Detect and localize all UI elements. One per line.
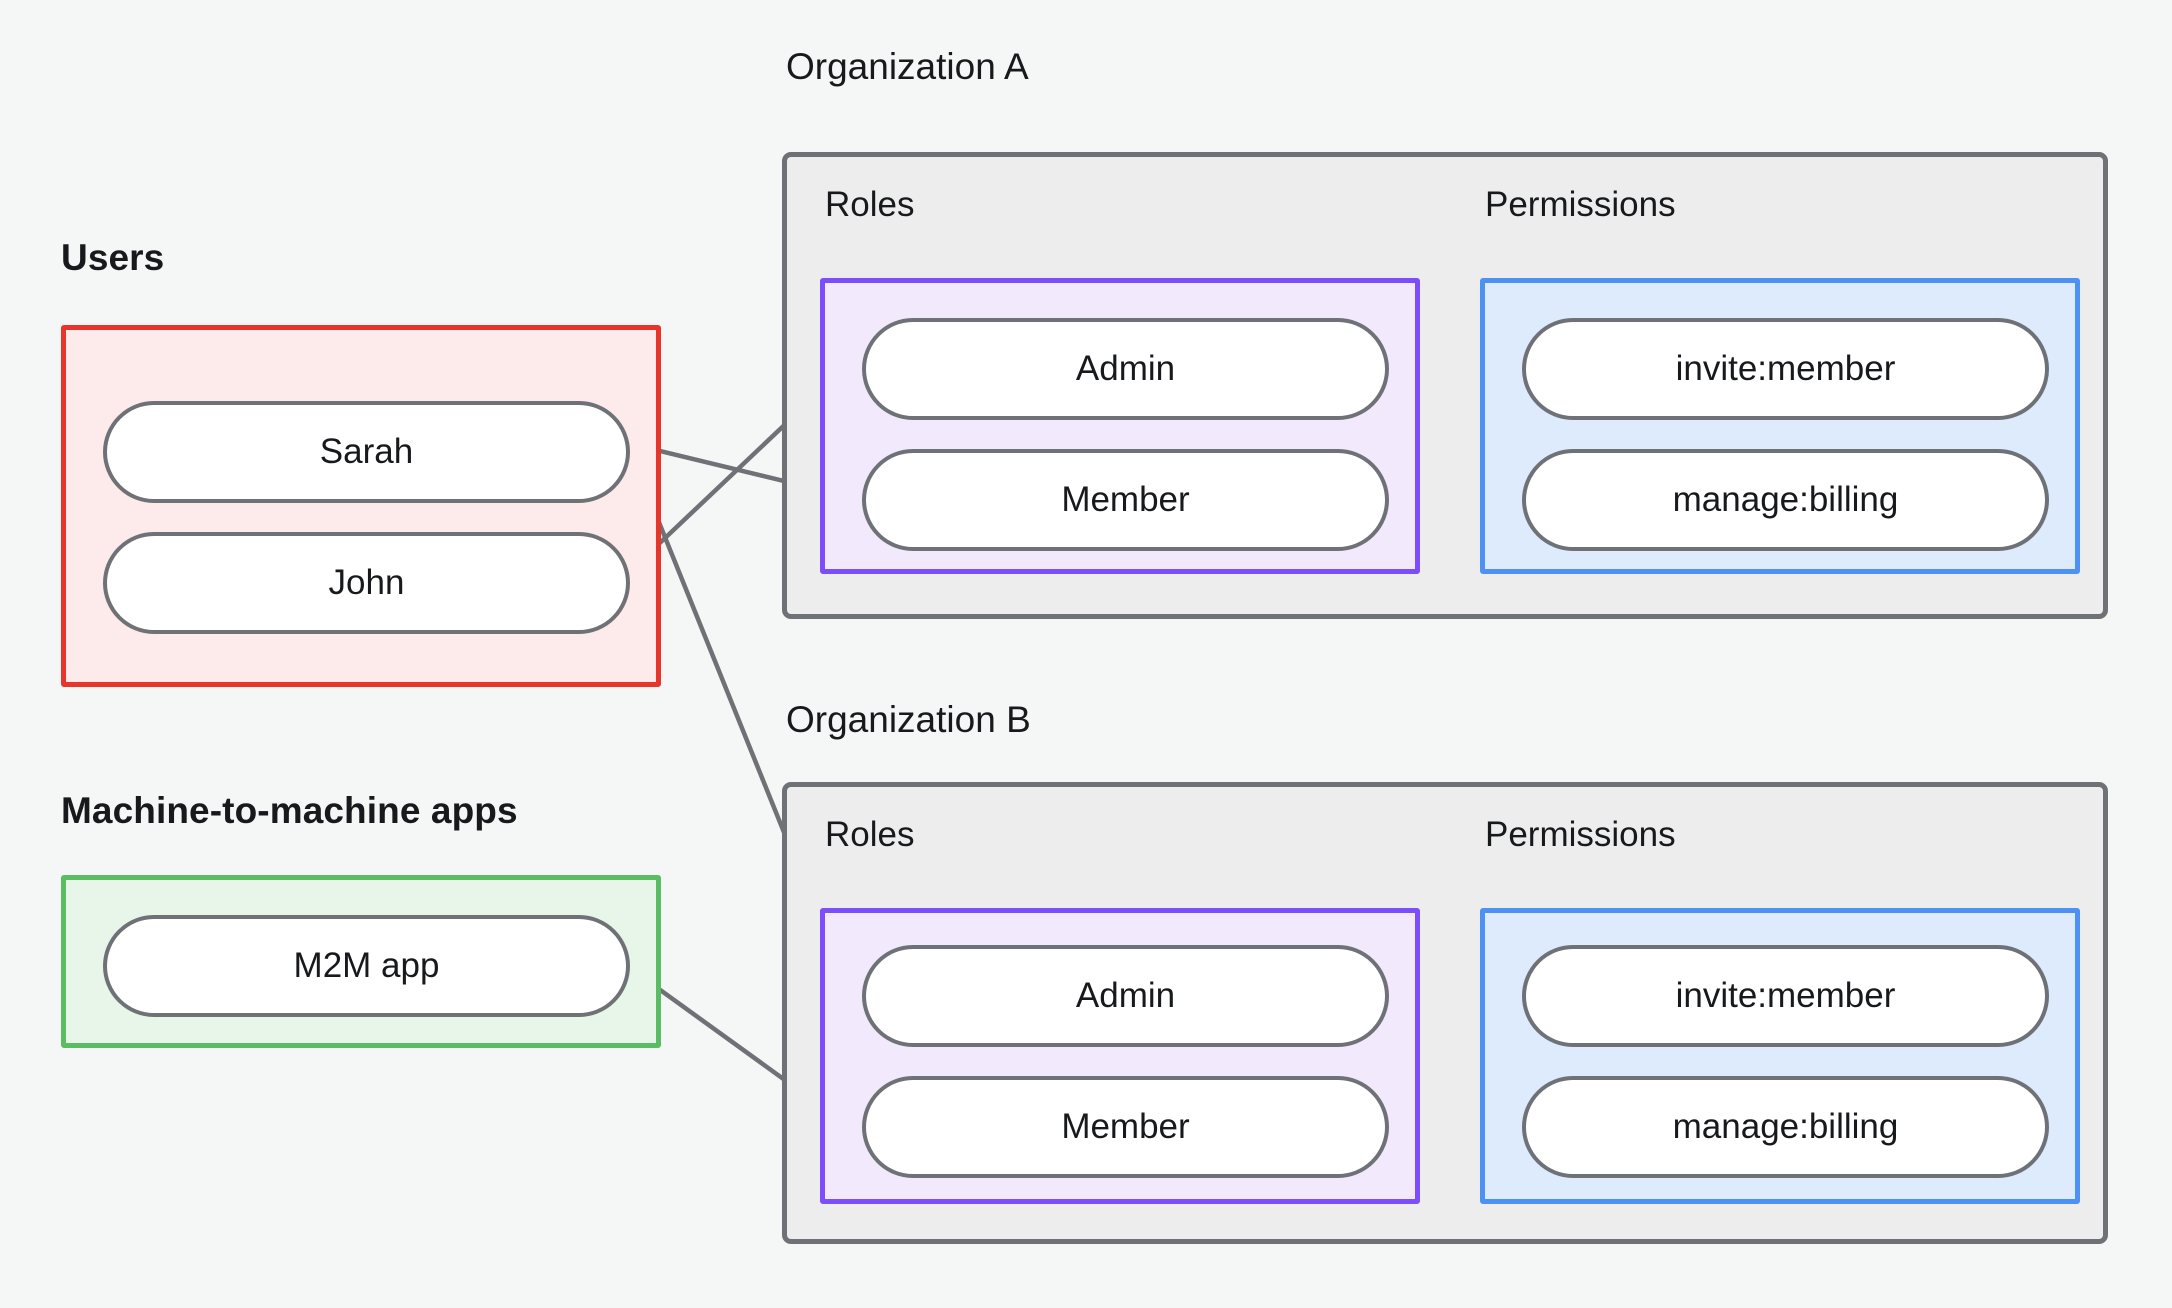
orgA-permissions-title: Permissions: [1485, 185, 1676, 224]
organization-a-container: Roles Permissions Admin Member invite:me…: [782, 152, 2108, 619]
node-orgB-perm-invite-member[interactable]: invite:member: [1522, 945, 2049, 1047]
users-group-title: Users: [61, 237, 165, 278]
organization-b-title: Organization B: [786, 699, 1031, 740]
orgB-roles-title: Roles: [825, 815, 915, 854]
node-user-sarah[interactable]: Sarah: [103, 401, 630, 503]
node-orgA-role-member[interactable]: Member: [862, 449, 1389, 551]
orgA-permissions-box: invite:member manage:billing: [1480, 278, 2080, 574]
users-container: Sarah John: [61, 325, 661, 687]
node-orgB-role-admin[interactable]: Admin: [862, 945, 1389, 1047]
node-orgA-perm-manage-billing[interactable]: manage:billing: [1522, 449, 2049, 551]
orgA-roles-title: Roles: [825, 185, 915, 224]
organization-b-container: Roles Permissions Admin Member invite:me…: [782, 782, 2108, 1244]
node-user-john[interactable]: John: [103, 532, 630, 634]
node-orgB-role-member[interactable]: Member: [862, 1076, 1389, 1178]
node-orgB-perm-manage-billing[interactable]: manage:billing: [1522, 1076, 2049, 1178]
orgB-permissions-title: Permissions: [1485, 815, 1676, 854]
node-orgA-perm-invite-member[interactable]: invite:member: [1522, 318, 2049, 420]
m2m-container: M2M app: [61, 875, 661, 1048]
m2m-group-title: Machine-to-machine apps: [61, 790, 518, 831]
node-m2m-app[interactable]: M2M app: [103, 915, 630, 1017]
node-orgA-role-admin[interactable]: Admin: [862, 318, 1389, 420]
orgA-roles-box: Admin Member: [820, 278, 1420, 574]
organization-a-title: Organization A: [786, 46, 1029, 87]
orgB-permissions-box: invite:member manage:billing: [1480, 908, 2080, 1204]
orgB-roles-box: Admin Member: [820, 908, 1420, 1204]
